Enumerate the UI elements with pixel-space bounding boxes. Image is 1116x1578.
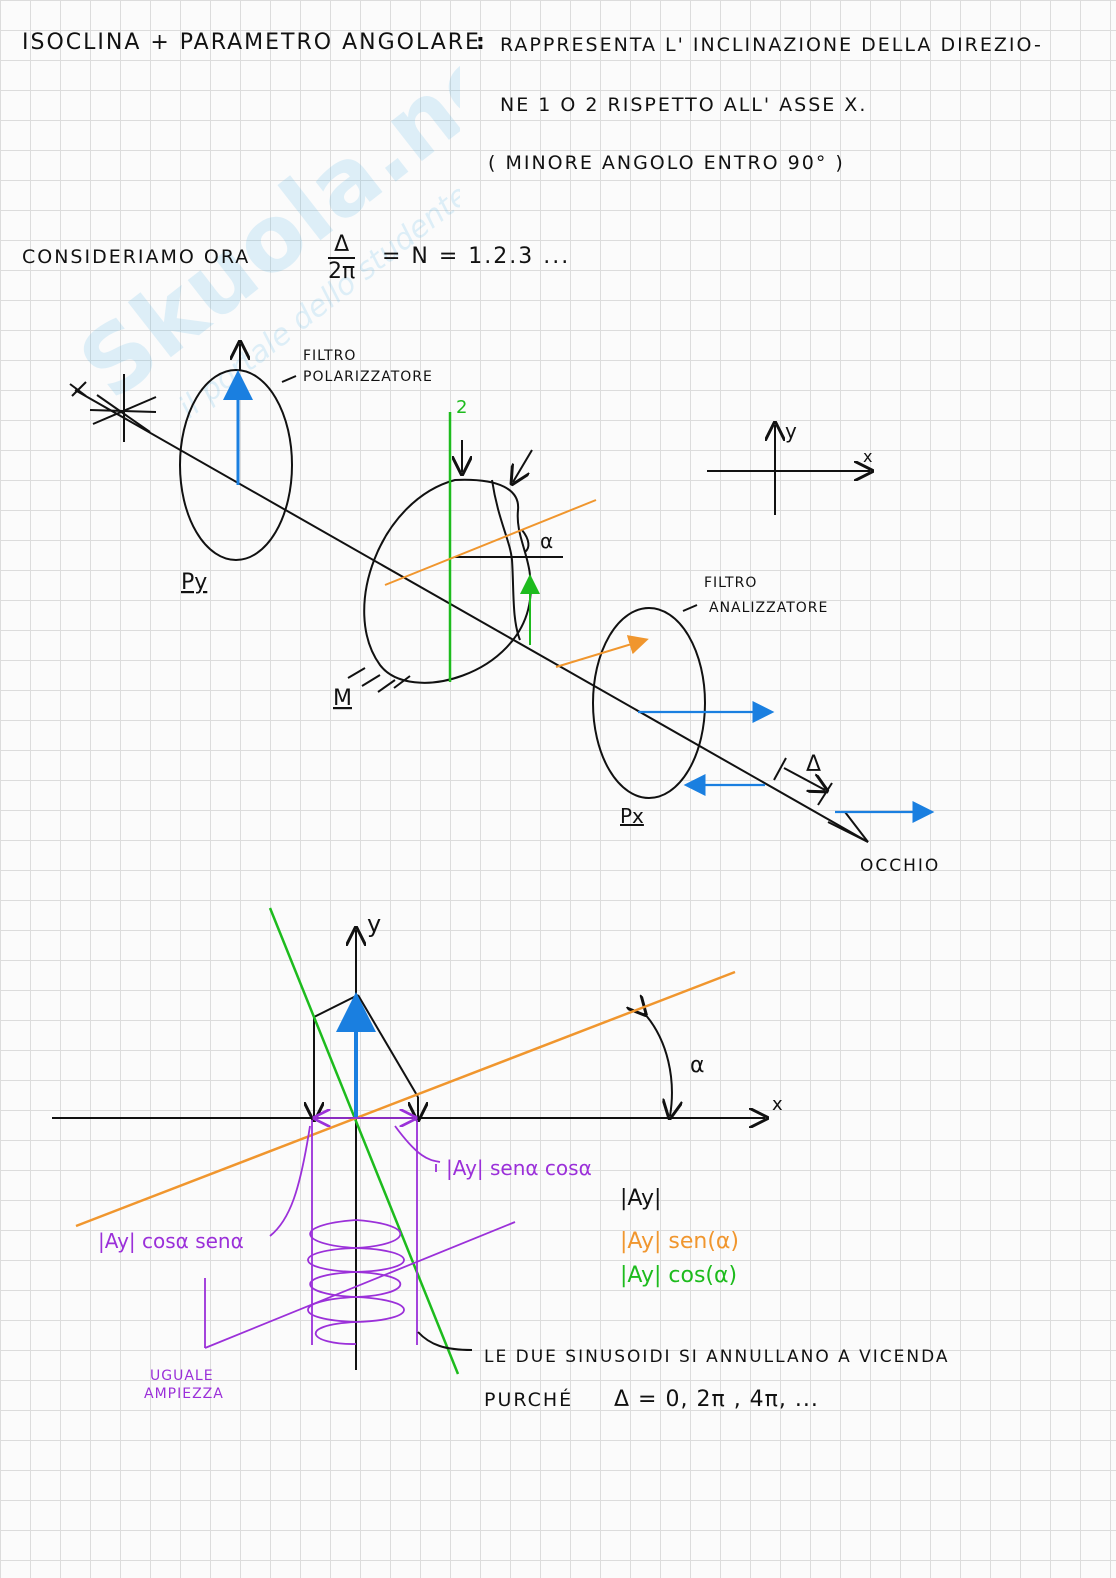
legend-ay: |Ay| (620, 1186, 661, 1211)
optical-setup (69, 344, 870, 843)
fraction-denominator: 2π (328, 259, 356, 284)
label-axis-x-2: x (772, 1094, 783, 1115)
fraction-numerator: Δ (328, 232, 356, 259)
header-line2: NE 1 O 2 RISPETTO ALL' ASSE X. (500, 94, 868, 116)
header-line3: ( MINORE ANGOLO ENTRO 90° ) (488, 152, 845, 174)
consider-label: CONSIDERIAMO ORA (22, 246, 251, 268)
analyzer-filter (592, 607, 706, 799)
polarizer-filter (179, 369, 293, 561)
consider-equation: = N = 1.2.3 ... (382, 244, 571, 269)
label-filtro-1: FILTRO (303, 348, 356, 364)
conclusion-line-1: LE DUE SINUSOIDI SI ANNULLANO A VICENDA (484, 1347, 950, 1367)
legend-sen: |Ay| sen(α) (620, 1229, 739, 1254)
sinusoids-purple (204, 1118, 516, 1349)
delta-fraction: Δ 2π (328, 232, 356, 284)
conclusion-formula: Δ = 0, 2π , 4π, ... (614, 1387, 819, 1412)
orange-direction-line (75, 970, 736, 1228)
label-cos-sen: |Ay| cosα senα (98, 1229, 244, 1253)
label-filtro-2: FILTRO (704, 575, 757, 591)
header-description: RAPPRESENTA L' INCLINAZIONE DELLA DIREZI… (500, 34, 1043, 56)
header-separator: : (476, 30, 487, 55)
light-source-icon (69, 374, 157, 442)
label-delta: Δ (806, 752, 821, 777)
label-m: M (333, 686, 352, 711)
vector-decomposition (52, 930, 765, 1370)
principal-direction-orange (384, 499, 597, 586)
label-ampiezza: AMPIEZZA (144, 1386, 224, 1402)
header-title: ISOCLINA + PARAMETRO ANGOLARE (22, 30, 481, 55)
label-axis-y-2: y (367, 910, 381, 938)
label-sen-cos: |Ay| senα cosα (446, 1156, 592, 1180)
label-alpha-2: α (690, 1053, 705, 1078)
label-axis-x-1: x (863, 447, 872, 466)
conclusion-prefix: PURCHÉ (484, 1388, 573, 1411)
label-analizzatore: ANALIZZATORE (709, 600, 828, 616)
green-direction-line (268, 907, 460, 1375)
label-py: Py (181, 570, 207, 595)
label-polarizzatore: POLARIZZATORE (303, 369, 433, 385)
label-px: Px (620, 804, 644, 828)
label-alpha-1: α (540, 529, 553, 553)
label-axis-y-1: y (785, 419, 797, 443)
eye-icon (827, 811, 869, 843)
label-z: 2 (456, 397, 467, 418)
optical-axis (74, 389, 869, 843)
legend-cos: |Ay| cos(α) (620, 1263, 737, 1288)
label-occhio: OCCHIO (860, 856, 940, 876)
label-uguale: UGUALE (150, 1368, 214, 1384)
model-body (363, 478, 532, 684)
